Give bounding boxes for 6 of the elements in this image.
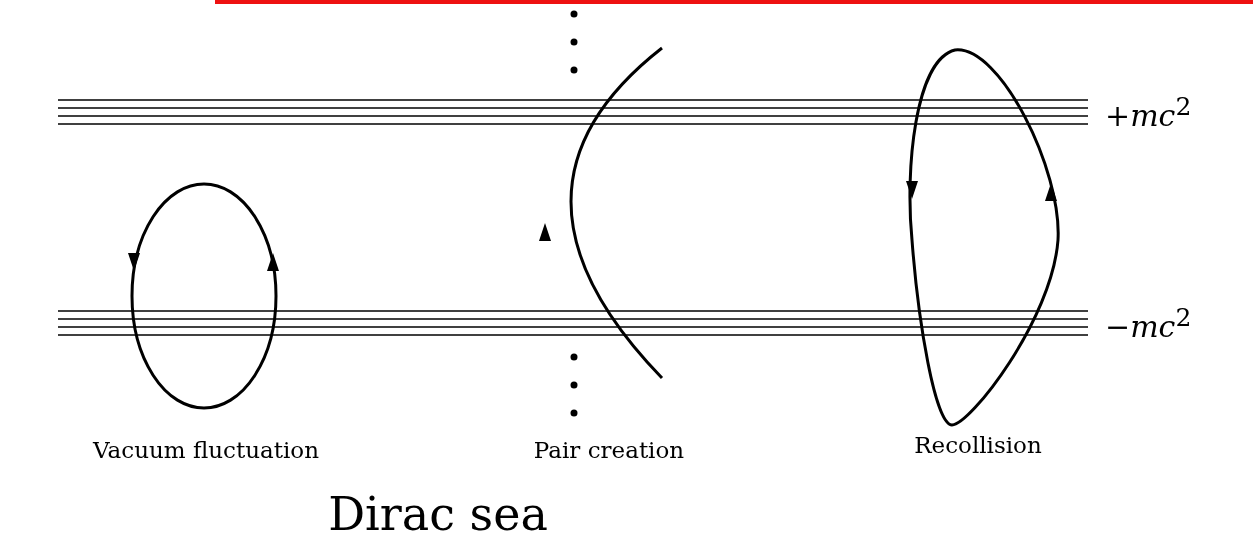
caption-text: Vacuum fluctuation [93,437,319,463]
title-text: Dirac sea [328,487,548,541]
energy-label: +mc$^{2}$ [1105,92,1192,133]
caption-text: Pair creation [533,437,685,463]
energy-label: −mc$^{2}$ [1105,303,1192,344]
caption-text: Recollision [914,432,1042,458]
